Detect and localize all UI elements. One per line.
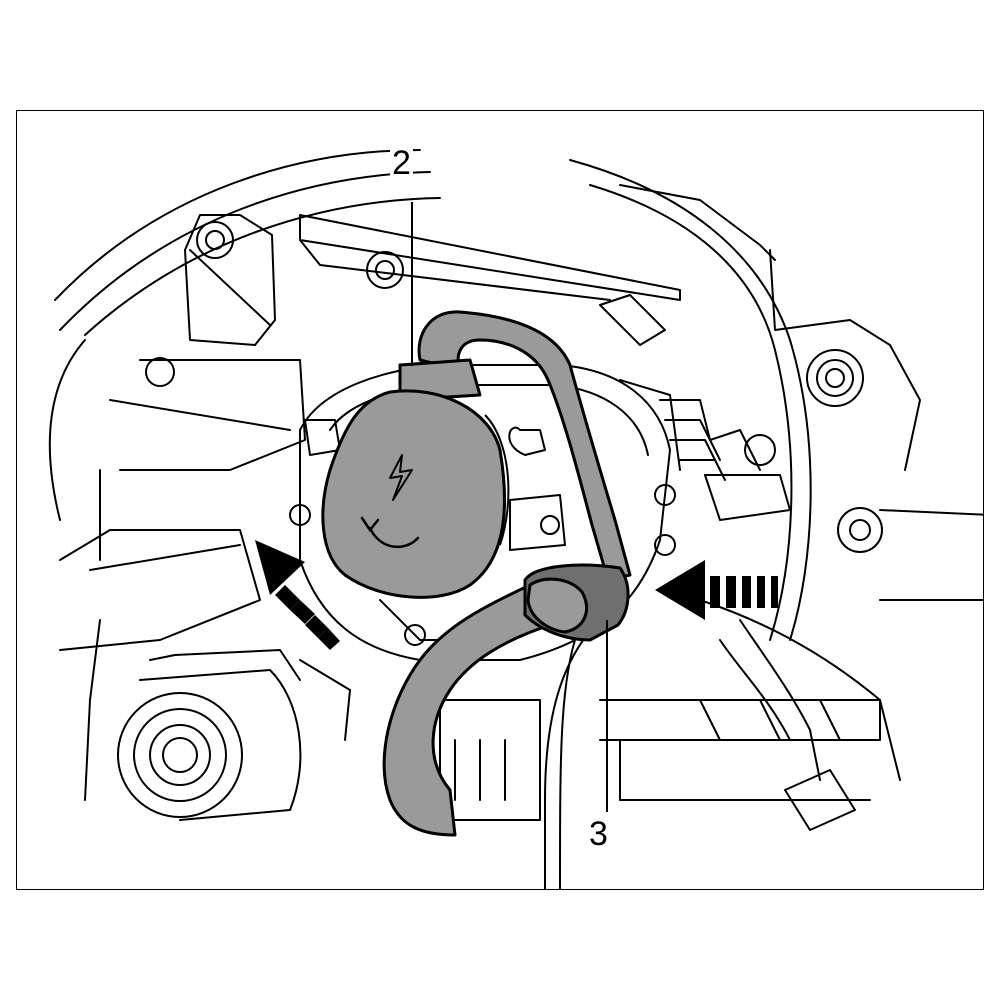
left-structure [59, 357, 306, 801]
upper-left-bracket [184, 214, 276, 346]
leader-lines [411, 202, 608, 812]
rotate-arrow-icon [360, 516, 420, 549]
direction-arrow-icon [655, 560, 778, 620]
lightning-bolt-icon [389, 454, 413, 501]
callout-label-part-3: 3 [587, 815, 610, 853]
top-rail [299, 214, 681, 301]
callout-label-part-2: 2 [390, 144, 413, 182]
sensor-connector [321, 358, 510, 599]
housing-outline [48, 149, 983, 889]
wiring-harness [382, 310, 632, 837]
right-connectors [599, 349, 883, 831]
cable-clip [523, 563, 630, 642]
lower-left-pulley [117, 649, 302, 821]
direction-arrow-icon [255, 540, 340, 650]
